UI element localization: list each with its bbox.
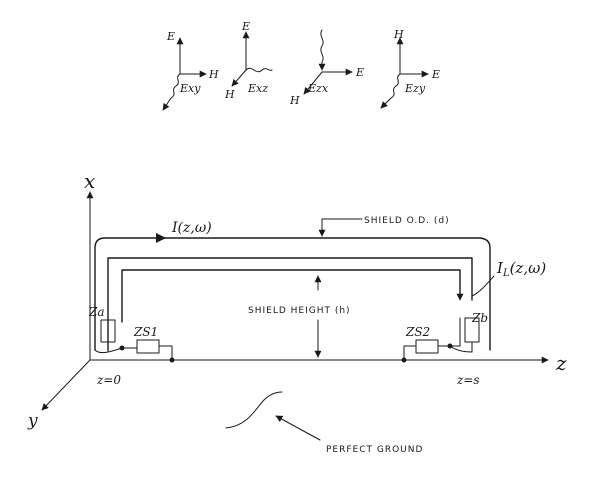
zs2-impedance — [415, 339, 439, 354]
current-arrow — [156, 233, 166, 243]
ezx-label: Ezx — [307, 82, 329, 95]
wave-arrow — [162, 73, 181, 111]
field-orientation-ezx: E H Ezx — [289, 29, 364, 107]
perfect-ground-label: PERFECT GROUND — [326, 445, 423, 455]
h-label: H — [393, 28, 404, 41]
za-ground-lead — [94, 347, 123, 354]
exz-label: Exz — [247, 82, 268, 95]
shield-height-label: SHIELD HEIGHT (h) — [248, 306, 351, 316]
zs2-lead-left — [403, 345, 417, 361]
node — [401, 357, 407, 363]
load-current-label: IL(z,ω) — [496, 259, 546, 279]
z0-label: z=0 — [96, 373, 121, 387]
e-label: E — [431, 68, 440, 81]
shield-od-leader — [318, 218, 363, 237]
zs1-impedance — [136, 339, 160, 354]
ezy-label: Ezy — [404, 82, 426, 95]
wave-arrow — [318, 29, 326, 71]
wave-arrow — [380, 73, 401, 109]
zs-label: z=s — [456, 373, 480, 387]
field-orientation-ezy: H E Ezy — [380, 28, 440, 109]
zs1-label: ZS1 — [133, 325, 158, 339]
y-axis — [41, 359, 91, 411]
exy-label: Exy — [179, 82, 201, 95]
x-axis-label: x — [84, 169, 95, 193]
e-label: E — [166, 30, 175, 43]
field-orientation-exy: E H Exy — [162, 30, 219, 111]
h-label: H — [289, 94, 300, 107]
y-axis-label: y — [27, 411, 38, 431]
main-current-label: I(z,ω) — [171, 220, 212, 236]
wave-squiggle — [245, 67, 273, 73]
z-axis-label: z — [555, 351, 567, 375]
coordinate-axes: x z y — [27, 169, 567, 431]
zs2-label: ZS2 — [405, 325, 430, 339]
node — [119, 345, 125, 351]
h-field-arrow — [303, 71, 323, 95]
shield-outer-wall — [94, 237, 491, 351]
za-label: Za — [88, 305, 105, 319]
shield-od-label: SHIELD O.D. (d) — [364, 216, 450, 226]
ground-squiggle — [225, 391, 283, 429]
load-current-leader — [471, 275, 495, 297]
zb-ground-lead — [449, 345, 473, 353]
h-field-arrow — [231, 69, 247, 87]
h-label: H — [208, 68, 219, 81]
field-orientation-exz: E H Exz — [224, 20, 273, 101]
ground-leader — [275, 415, 321, 441]
zs2-lead-right — [437, 317, 461, 347]
node — [169, 357, 175, 363]
zb-label: Zb — [471, 311, 488, 325]
e-label: E — [241, 20, 250, 33]
e-label: E — [355, 66, 364, 79]
zs1-lead-right — [158, 345, 173, 361]
h-label: H — [224, 88, 235, 101]
shield-inner-wall — [107, 257, 473, 351]
